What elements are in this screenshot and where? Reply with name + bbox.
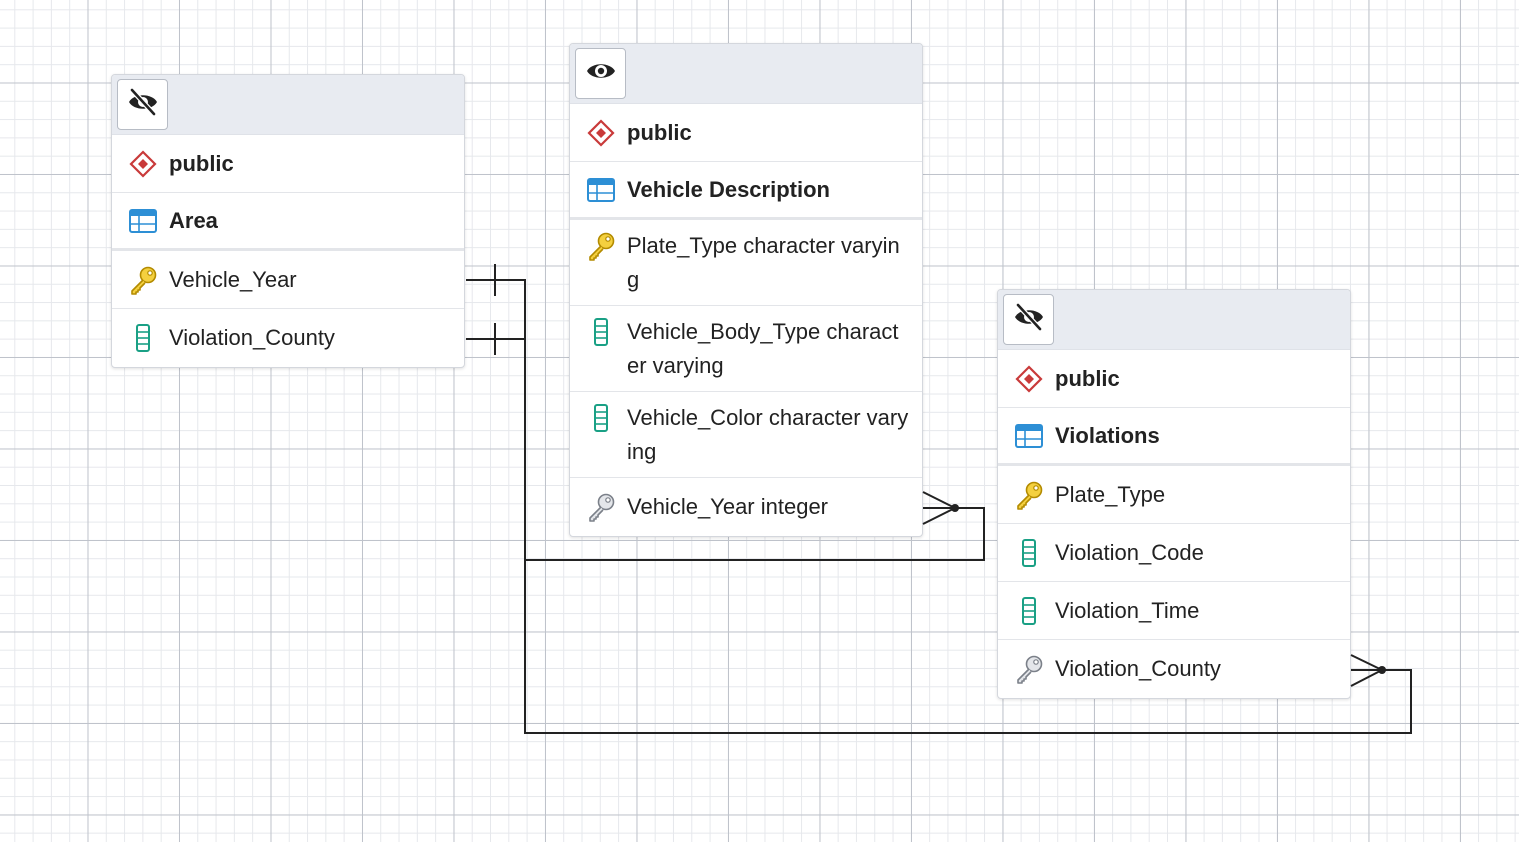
- schema-row: public: [570, 104, 922, 162]
- schema-name: public: [627, 119, 692, 145]
- column-name: Vehicle_Year integer: [627, 494, 829, 519]
- table-name: Violations: [1055, 422, 1160, 448]
- toggle-details-button[interactable]: [575, 48, 626, 99]
- column-row[interactable]: Violation_Code: [998, 524, 1350, 582]
- schema-row: public: [112, 135, 464, 193]
- foreign-key-icon: [586, 492, 616, 522]
- column-name: Violation_Time: [1055, 597, 1200, 623]
- column-name: Vehicle_Year: [169, 266, 297, 292]
- table-name-row: Violations: [998, 408, 1350, 466]
- table-node-toolbar: [998, 290, 1350, 350]
- foreign-key-icon: [1014, 654, 1044, 684]
- schema-row: public: [998, 350, 1350, 408]
- schema-name: public: [169, 150, 234, 176]
- table-name: Vehicle Description: [627, 176, 830, 202]
- primary-key-icon: [128, 265, 158, 295]
- table-node-area[interactable]: public Area Vehicle_Year Violation_Count…: [111, 74, 465, 368]
- schema-name: public: [1055, 365, 1120, 391]
- column-icon: [586, 317, 616, 347]
- column-icon: [128, 323, 158, 353]
- table-node-toolbar: [570, 44, 922, 104]
- column-name: Plate_Type character varying: [627, 233, 900, 292]
- column-row[interactable]: Violation_County: [998, 640, 1350, 698]
- column-name: Plate_Type: [1055, 481, 1166, 507]
- table-name: Area: [169, 207, 218, 233]
- schema-icon: [1014, 364, 1044, 394]
- table-node-toolbar: [112, 75, 464, 135]
- primary-key-icon: [1014, 480, 1044, 510]
- table-name-row: Area: [112, 193, 464, 251]
- link-endpoint-dot: [951, 504, 959, 512]
- column-name: Vehicle_Color character varying: [627, 405, 909, 464]
- column-name: Violation_County: [1055, 656, 1221, 681]
- eye-slash-icon: [126, 85, 160, 124]
- table-name-row: Vehicle Description: [570, 162, 922, 220]
- column-icon: [586, 403, 616, 433]
- eye-slash-icon: [1012, 300, 1046, 339]
- column-row[interactable]: Plate_Type: [998, 466, 1350, 524]
- column-row[interactable]: Vehicle_Year integer: [570, 478, 922, 536]
- column-row[interactable]: Plate_Type character varying: [570, 220, 922, 306]
- table-node-vehicle-description[interactable]: public Vehicle Description Plate_Type ch…: [569, 43, 923, 537]
- cardinality-many-marker: [1350, 654, 1383, 687]
- eye-icon: [584, 54, 618, 93]
- table-icon: [1014, 421, 1044, 451]
- cardinality-many-marker: [922, 491, 956, 525]
- column-icon: [1014, 596, 1044, 626]
- schema-icon: [128, 149, 158, 179]
- column-name: Violation_County: [169, 325, 335, 350]
- column-icon: [1014, 538, 1044, 568]
- toggle-details-button[interactable]: [117, 79, 168, 130]
- schema-icon: [586, 118, 616, 148]
- link-endpoint-dot: [1378, 666, 1386, 674]
- table-icon: [586, 175, 616, 205]
- column-row[interactable]: Violation_County: [112, 309, 464, 367]
- primary-key-icon: [586, 231, 616, 261]
- table-node-violations[interactable]: public Violations Plate_Type Violation_C…: [997, 289, 1351, 699]
- column-row[interactable]: Vehicle_Year: [112, 251, 464, 309]
- column-name: Violation_Code: [1055, 539, 1204, 565]
- table-icon: [128, 206, 158, 236]
- column-name: Vehicle_Body_Type character varying: [627, 319, 899, 378]
- column-row[interactable]: Vehicle_Color character varying: [570, 392, 922, 478]
- toggle-details-button[interactable]: [1003, 294, 1054, 345]
- column-row[interactable]: Violation_Time: [998, 582, 1350, 640]
- column-row[interactable]: Vehicle_Body_Type character varying: [570, 306, 922, 392]
